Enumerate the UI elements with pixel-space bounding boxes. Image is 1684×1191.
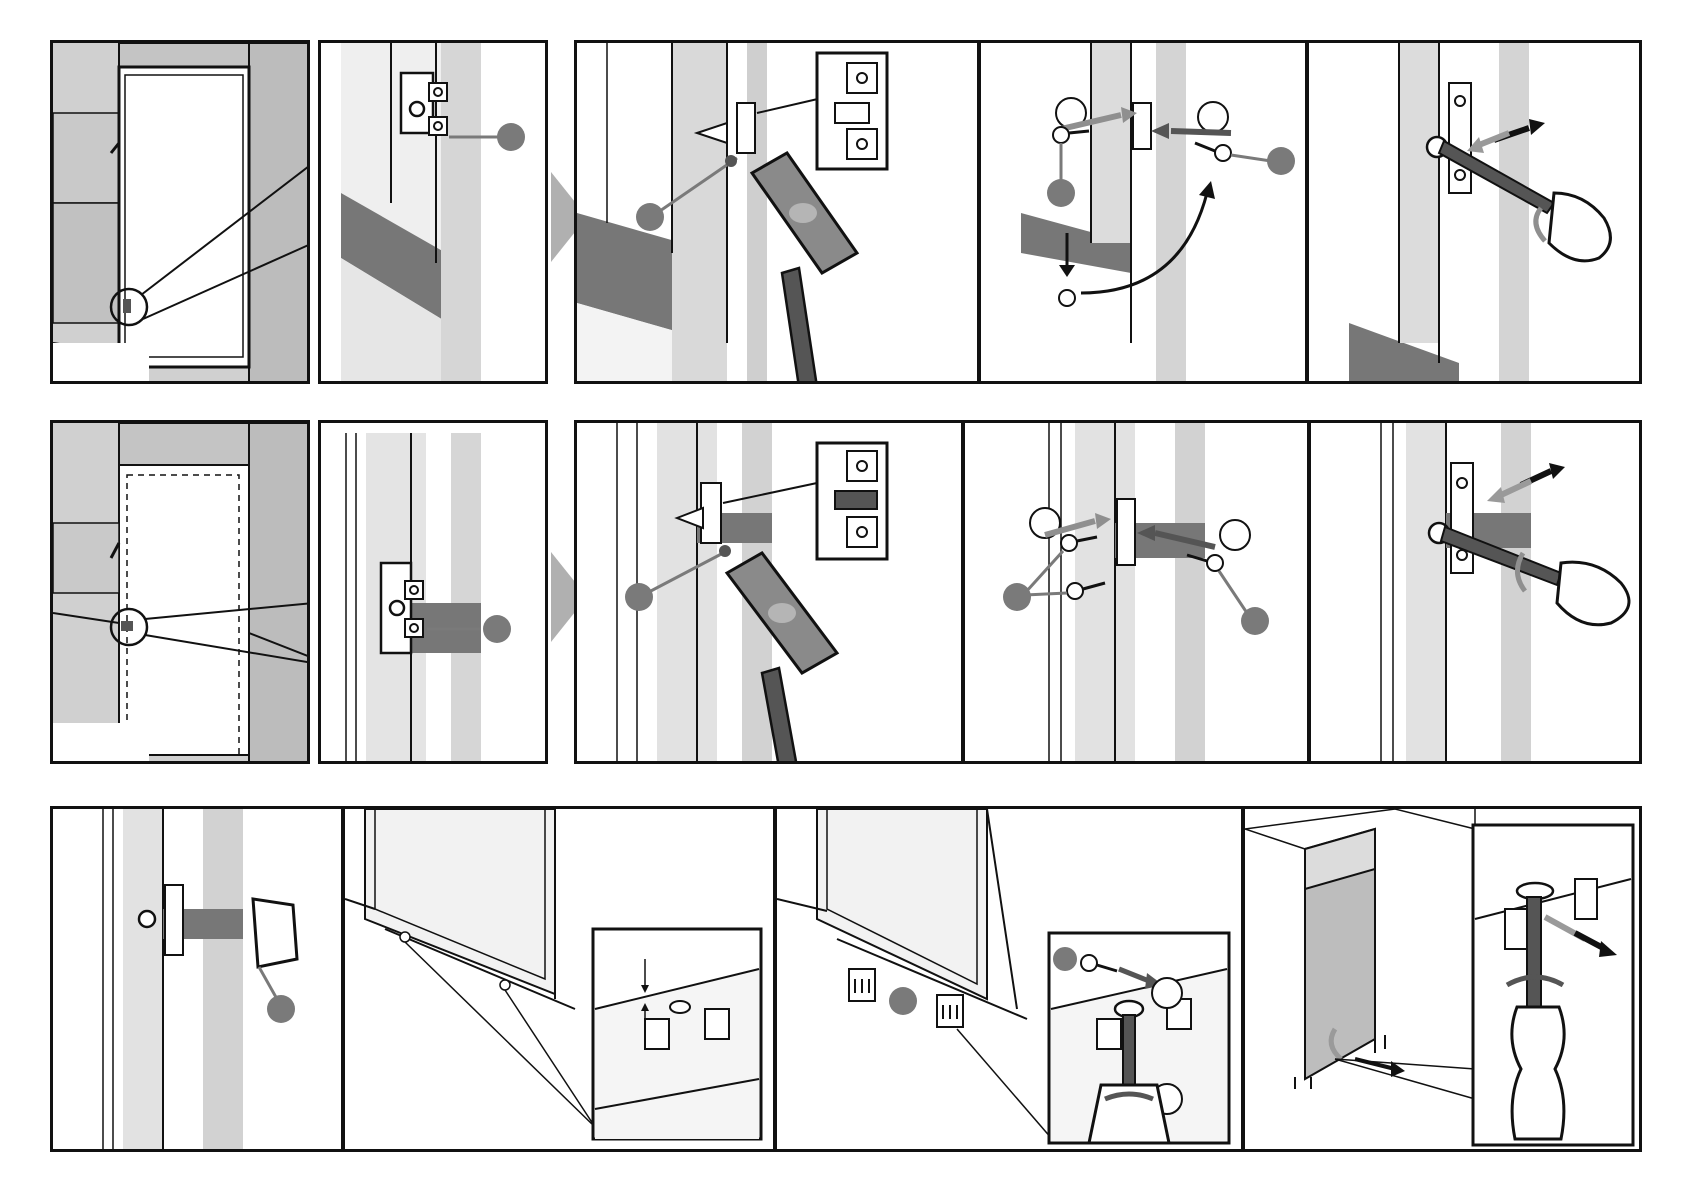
screw-bracket-illustration <box>981 43 1308 384</box>
step-13-bottom-brackets-panel <box>774 806 1244 1152</box>
step-5-adjust-bracket-panel <box>1306 40 1642 384</box>
callout-dot-icon <box>625 583 653 611</box>
adjust-bracket-illustration <box>1311 423 1642 764</box>
step-6-overview-panel <box>50 420 310 764</box>
callout-dot-icon <box>889 987 917 1015</box>
step-2-hinge-zoom-panel <box>318 40 548 384</box>
adjust-bracket-illustration <box>1309 43 1642 384</box>
step-3-tap-bracket-panel <box>574 40 980 384</box>
tap-bracket-illustration <box>577 423 964 764</box>
screw-icon <box>1195 143 1231 161</box>
step-12-check-gap-panel <box>342 806 776 1152</box>
cover-cap-illustration <box>53 809 344 1152</box>
callout-dot-icon <box>636 203 664 231</box>
callout-dot-icon <box>1241 607 1269 635</box>
callout-dot-icon <box>497 123 525 151</box>
step-14-level-feet-panel <box>1242 806 1642 1152</box>
hinge-bracket-zoom-illustration <box>321 423 548 764</box>
step-11-cover-cap-panel <box>50 806 344 1152</box>
step-10-adjust-bracket-panel <box>1308 420 1642 764</box>
step-9-screw-bracket-panel <box>962 420 1310 764</box>
hinge-bracket-zoom-illustration <box>321 43 548 384</box>
callout-dot-icon <box>1047 179 1075 207</box>
tap-bracket-illustration <box>577 43 980 384</box>
step-8-tap-bracket-panel <box>574 420 964 764</box>
callout-dot-icon <box>1053 947 1077 971</box>
callout-dot-icon <box>267 995 295 1023</box>
step-7-hinge-zoom-panel <box>318 420 548 764</box>
step-1-overview-panel <box>50 40 310 384</box>
cabinet-overview-illustration <box>53 423 310 764</box>
hammer-icon <box>752 153 857 384</box>
check-gap-illustration <box>345 809 776 1152</box>
bottom-brackets-illustration <box>777 809 1244 1152</box>
step-4-screw-bracket-panel <box>978 40 1308 384</box>
callout-dot-icon <box>1003 583 1031 611</box>
screw-bracket-illustration <box>965 423 1310 764</box>
callout-dot-icon <box>483 615 511 643</box>
level-feet-illustration <box>1245 809 1642 1152</box>
bracket-icon <box>849 969 875 1001</box>
bracket-icon <box>937 995 963 1027</box>
cabinet-overview-illustration <box>53 43 310 384</box>
callout-dot-icon <box>1267 147 1295 175</box>
